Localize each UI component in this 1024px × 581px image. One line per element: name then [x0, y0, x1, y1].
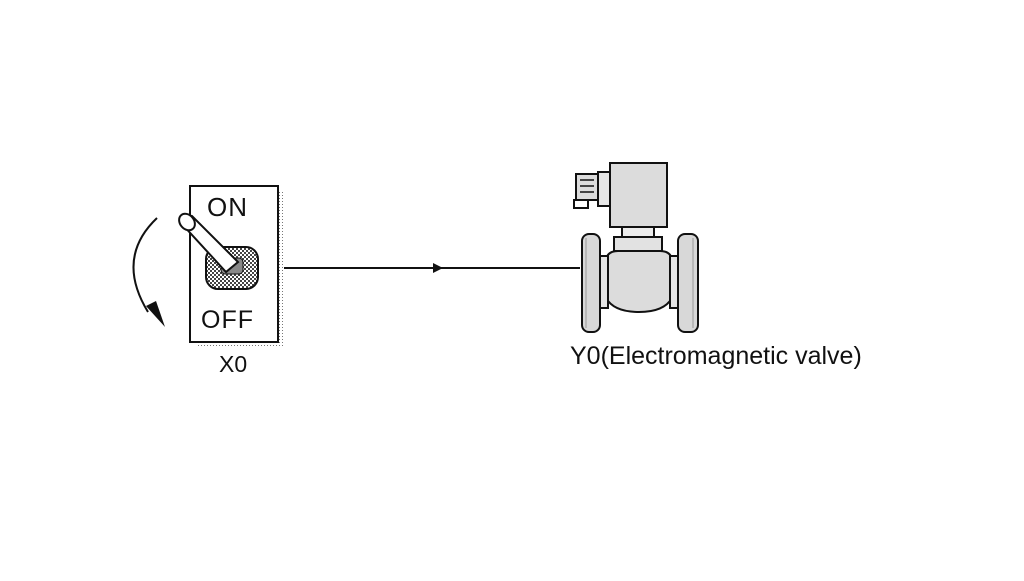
- toggle-switch-icon: [178, 185, 284, 348]
- switch-caption: X0: [219, 351, 248, 377]
- switch-on-label: ON: [207, 192, 248, 222]
- valve-caption: Y0(Electromagnetic valve): [570, 342, 862, 370]
- curved-arrow-icon: [132, 217, 165, 327]
- solenoid-valve-icon: [573, 162, 699, 333]
- switch-off-label: OFF: [201, 306, 254, 334]
